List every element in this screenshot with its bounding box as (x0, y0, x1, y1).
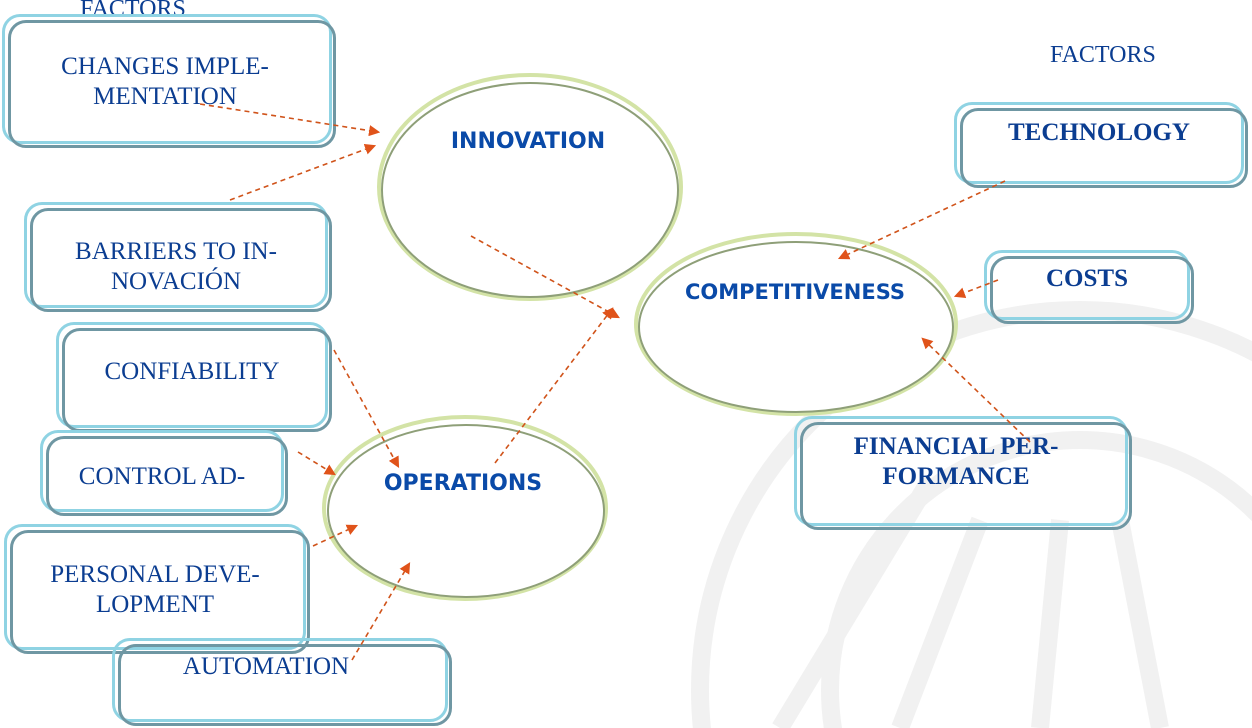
arrow-control-to-operations (297, 451, 336, 476)
factor-box-automation[interactable]: AUTOMATION (112, 638, 452, 726)
box-border-inner (118, 644, 452, 726)
box-border-outer (954, 102, 1244, 184)
box-border-outer (56, 322, 328, 428)
box-border-inner (8, 20, 336, 148)
right-factors-label: FACTORS (1050, 42, 1156, 68)
arrow-costs-to-competitiveness (953, 279, 999, 299)
factor-label-line-1: PERSONAL DEVE- (50, 561, 260, 588)
arrow-personal-to-operations (312, 524, 359, 547)
factor-label-line-1: BARRIERS TO IN- (75, 238, 277, 265)
factor-label-line-2: LOPMENT (95, 591, 215, 618)
box-border-inner (990, 256, 1194, 324)
box-border-inner (800, 422, 1132, 530)
arrow-innovation-to-competitiveness (470, 235, 620, 319)
factor-label: CONTROL AD- (78, 463, 246, 490)
box-border-inner (46, 436, 288, 516)
arrow-financial-to-competitiveness (921, 337, 1031, 443)
factor-label: TECHNOLOGY (1008, 119, 1190, 146)
innovation-oval (377, 73, 683, 301)
arrow-barriers-to-innovation (229, 143, 377, 201)
factor-label: CONFIABILITY (104, 358, 280, 385)
factor-box-control-ad[interactable]: CONTROL AD- (40, 430, 288, 516)
arrow-changes-to-innovation (199, 103, 381, 137)
box-border-inner (960, 108, 1248, 188)
innovation-label: INNOVATION (450, 129, 606, 154)
factor-label-line-2: NOVACIÓN (110, 268, 242, 295)
operations-label: OPERATIONS (383, 471, 543, 496)
box-border-inner (30, 208, 332, 312)
arrow-automation-to-operations (351, 562, 411, 661)
box-border-outer (4, 524, 306, 650)
factor-box-personal-development[interactable]: PERSONAL DEVE- LOPMENT (4, 524, 310, 654)
box-border-outer (40, 430, 284, 512)
factor-box-barriers-to-innovation[interactable]: BARRIERS TO IN- NOVACIÓN (24, 202, 332, 312)
factor-box-confiability[interactable]: CONFIABILITY (56, 322, 332, 432)
factor-label: AUTOMATION (182, 653, 350, 680)
factor-label-line-1: CHANGES IMPLE- (61, 53, 269, 80)
box-border-outer (794, 416, 1128, 526)
factor-label-line-2: FORMANCE (882, 463, 1030, 490)
factor-box-technology[interactable]: TECHNOLOGY (954, 102, 1248, 188)
arrow-confiability-to-operations (333, 349, 400, 468)
arrow-operations-to-competitiveness (494, 307, 614, 464)
factor-label-line-1: FINANCIAL PER- (853, 433, 1059, 460)
box-border-outer (2, 14, 332, 144)
arrow-technology-to-competitiveness (837, 180, 1006, 260)
competitiveness-oval (634, 232, 958, 416)
box-border-outer (24, 202, 328, 308)
factor-label: COSTS (1046, 265, 1128, 292)
competitiveness-label: COMPETITIVENESS (685, 280, 905, 304)
factor-box-financial-performance[interactable]: FINANCIAL PER- FORMANCE (794, 416, 1132, 530)
box-border-outer (112, 638, 448, 722)
box-border-inner (10, 530, 310, 654)
